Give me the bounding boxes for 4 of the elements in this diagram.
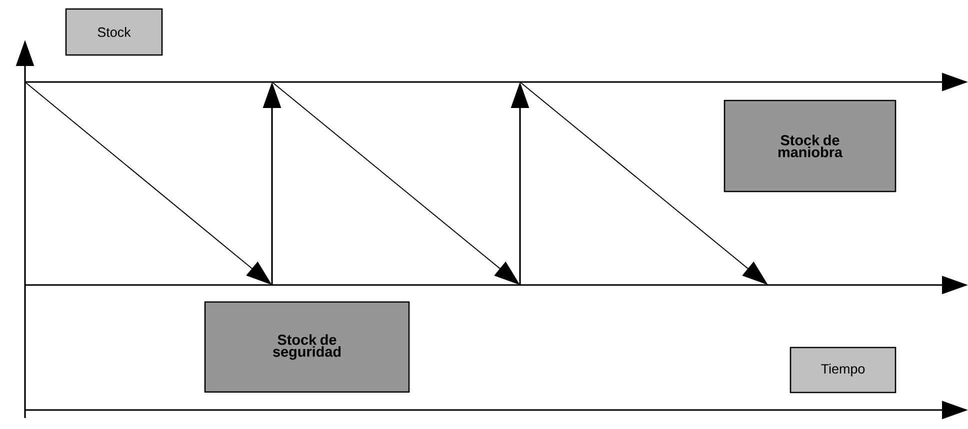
label-box: Stock de seguridad bbox=[204, 301, 410, 393]
label-box: Stock bbox=[65, 8, 163, 56]
label-box: Tiempo bbox=[790, 346, 896, 394]
label-box: Stock de maniobra bbox=[724, 100, 896, 192]
